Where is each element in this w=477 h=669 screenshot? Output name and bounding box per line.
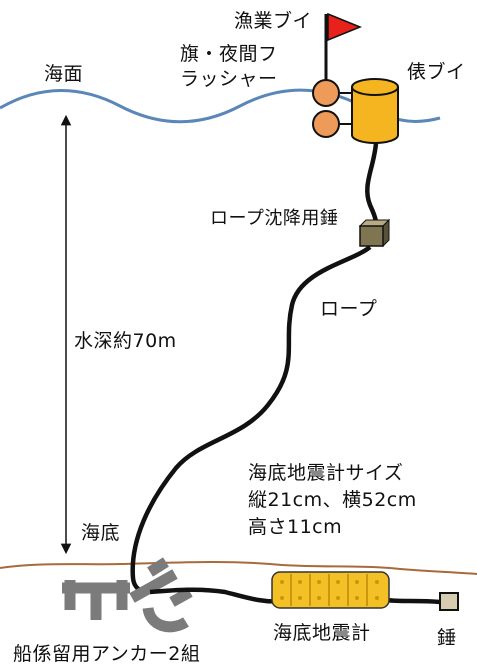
flag-flasher-label-line2: ラッシャー [180, 68, 278, 90]
rope-weight-label: ロープ沈降用錘 [210, 208, 339, 229]
anchor-weight-label: 錘 [437, 627, 457, 649]
anchor-weight-rope [385, 597, 441, 605]
rope-label: ロープ [320, 298, 378, 320]
flag-flasher-label-line1: 旗・夜間フ [180, 43, 278, 65]
seafloor-line [0, 560, 477, 575]
water-depth-label: 水深約70m [74, 330, 177, 352]
seafloor-label: 海底 [81, 522, 121, 544]
bale-buoy-label: 俵ブイ [407, 61, 466, 83]
rope [130, 245, 372, 595]
rope-upper [365, 142, 379, 232]
anchor-weight [439, 592, 459, 611]
anchor-left [62, 580, 130, 620]
anchors-label: 船係留用アンカー2組 [13, 643, 201, 665]
fishing-buoy [312, 79, 356, 138]
anchor-right [129, 557, 193, 633]
seismometer-size-line3: 高さ11cm [248, 516, 343, 538]
seafloor-rope [149, 587, 283, 604]
sea-surface-label: 海面 [44, 63, 84, 85]
flag [327, 12, 362, 42]
rope-weight [358, 218, 391, 248]
seismometer-label: 海底地震計 [273, 622, 371, 644]
seismometer-size-line1: 海底地震計サイズ [248, 462, 404, 484]
seismometer-size-line2: 縦21cm、横52cm [248, 489, 417, 511]
bale-buoy [351, 78, 399, 144]
ocean-bottom-seismometer [271, 571, 390, 609]
fishing-buoy-label: 漁業ブイ [234, 10, 313, 32]
